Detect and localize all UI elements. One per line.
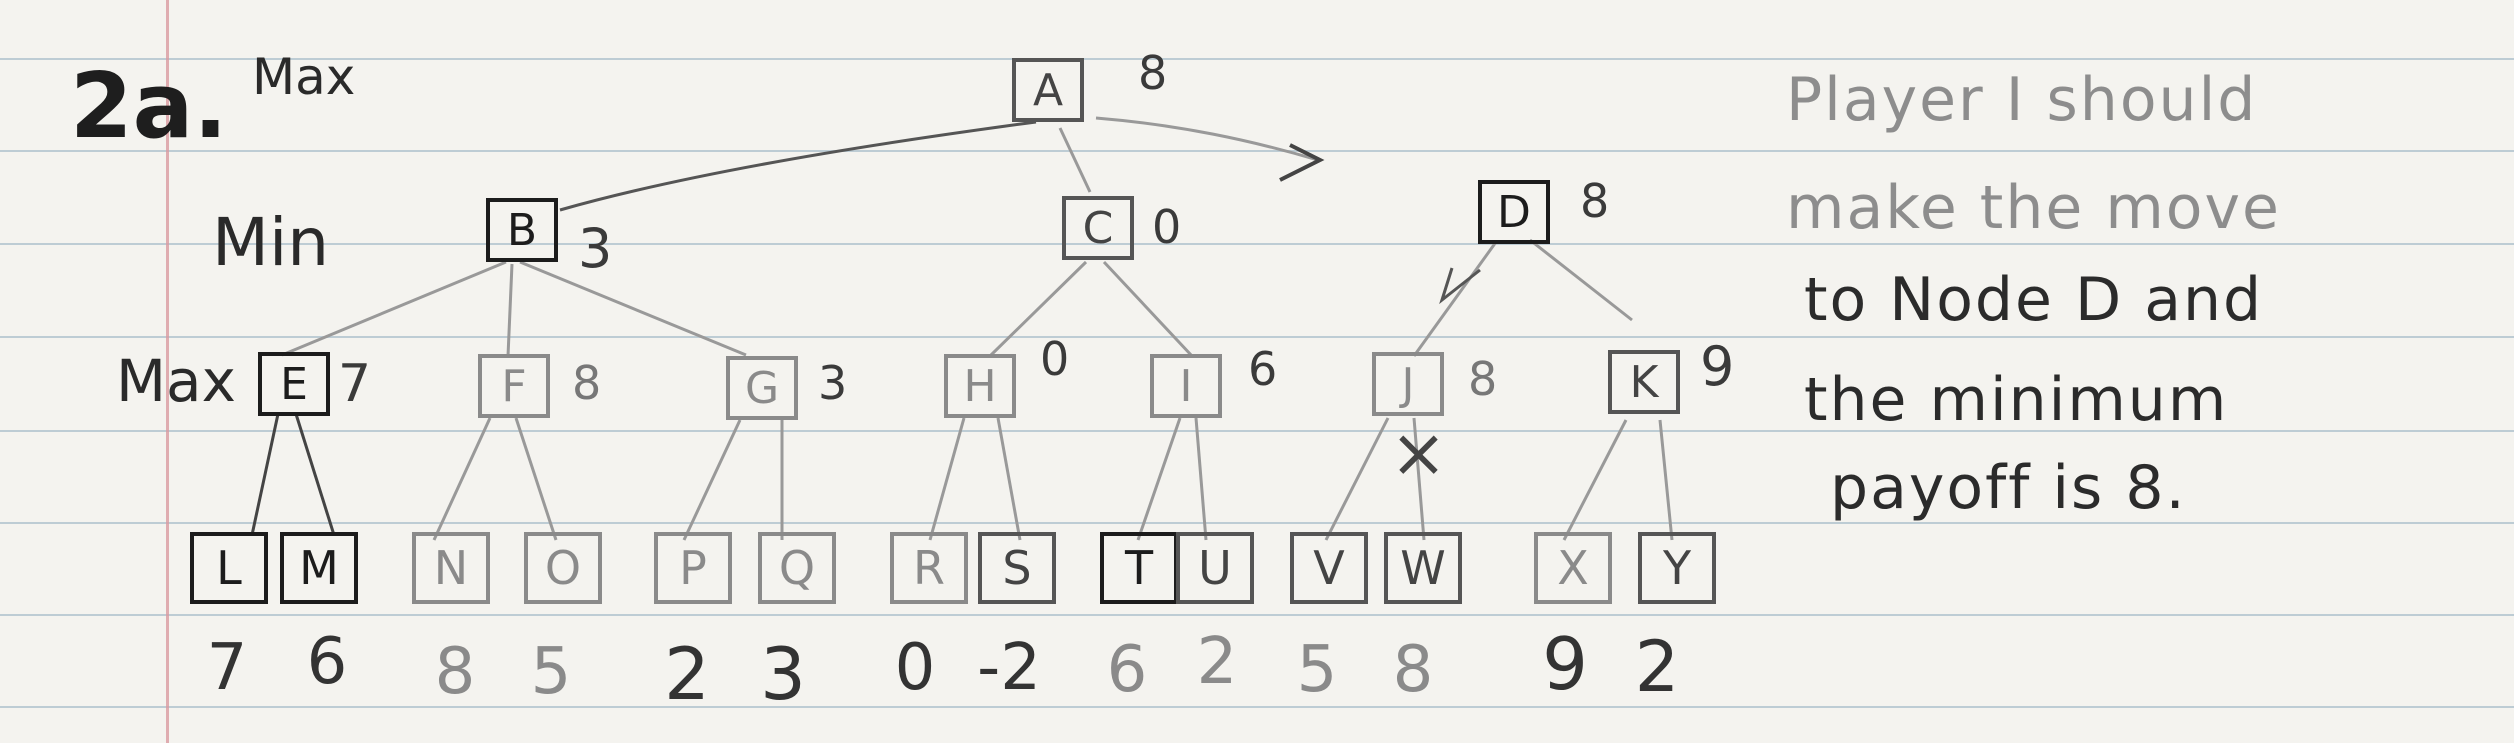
leaf-l-value: 7: [206, 631, 248, 705]
ruled-line: [0, 706, 2514, 708]
node-j-value: 8: [1468, 352, 1498, 406]
node-e-value: 7: [338, 354, 372, 414]
node-c-value: 0: [1152, 200, 1182, 254]
edge-h-r: [928, 417, 966, 541]
arrow-head-d: [1279, 143, 1325, 182]
leaf-v-value: 5: [1296, 633, 1338, 707]
leaf-x-value: 9: [1542, 622, 1588, 706]
edge-f-n: [432, 417, 492, 541]
edge-j-w: [1412, 417, 1426, 541]
problem-label: 2a.: [70, 54, 228, 159]
leaf-t: T: [1100, 532, 1178, 604]
edge-b-e: [281, 260, 507, 357]
level-label-level2: Max: [116, 347, 236, 415]
prune-mark: ×: [1390, 414, 1447, 493]
edge-j-v: [1324, 417, 1390, 541]
edge-b-f: [506, 263, 514, 357]
edge-e-l: [250, 413, 280, 536]
leaf-y-value: 2: [1634, 626, 1680, 708]
leaf-m-value: 6: [306, 625, 348, 699]
answer-line-1: Player I should: [1786, 65, 2258, 135]
ruled-line: [0, 430, 2514, 432]
ruled-line: [0, 522, 2514, 524]
node-h-value: 0: [1040, 332, 1070, 386]
node-f: F: [478, 354, 550, 418]
arrow-head-j: [1439, 267, 1481, 305]
node-k: K: [1608, 350, 1680, 414]
node-k-value: 9: [1700, 335, 1735, 398]
leaf-x: X: [1534, 532, 1612, 604]
edge-c-h: [988, 260, 1088, 358]
edge-i-u: [1194, 417, 1208, 541]
edge-i-t: [1136, 417, 1182, 541]
ruled-line: [0, 150, 2514, 152]
edge-d-k: [1529, 238, 1633, 322]
answer-line-5: payoff is 8.: [1830, 453, 2187, 523]
node-g: G: [726, 356, 798, 420]
leaf-u: U: [1176, 532, 1254, 604]
leaf-y: Y: [1638, 532, 1716, 604]
level-label-level1: Min: [212, 204, 330, 281]
leaf-o: O: [524, 532, 602, 604]
leaf-q: Q: [758, 532, 836, 604]
leaf-o-value: 5: [530, 635, 572, 709]
node-j: J: [1372, 352, 1444, 416]
answer-line-2: make the move: [1786, 173, 2281, 243]
node-c: C: [1062, 196, 1134, 260]
ruled-line: [0, 58, 2514, 60]
node-a: A: [1012, 58, 1084, 122]
node-b-value: 3: [578, 217, 613, 280]
margin-line: [166, 0, 169, 743]
edge-k-y: [1658, 419, 1674, 541]
node-h: H: [944, 354, 1016, 418]
leaf-r-value: 0: [894, 631, 936, 705]
node-i-value: 6: [1248, 342, 1278, 396]
edge-d-j: [1412, 241, 1498, 357]
edge-a-c: [1058, 127, 1092, 193]
edge-a-d: [1095, 116, 1319, 162]
node-g-value: 3: [818, 356, 848, 410]
edge-f-o: [514, 417, 558, 541]
node-e: E: [258, 352, 330, 416]
answer-line-3: to Node D and: [1804, 265, 2264, 335]
ruled-line: [0, 243, 2514, 245]
node-d: D: [1478, 180, 1550, 244]
edge-e-m: [294, 413, 336, 536]
node-b: B: [486, 198, 558, 262]
edge-a-b: [559, 120, 1037, 212]
leaf-s-value: -2: [977, 631, 1041, 705]
leaf-n-value: 8: [434, 635, 476, 709]
leaf-u-value: 2: [1196, 625, 1238, 699]
leaf-q-value: 3: [760, 632, 806, 716]
leaf-p-value: 2: [664, 632, 710, 716]
answer-line-4: the minimum: [1804, 365, 2229, 435]
leaf-w-value: 8: [1392, 633, 1434, 707]
leaf-w: W: [1384, 532, 1462, 604]
edge-h-s: [996, 417, 1022, 541]
level-label-root: Max: [252, 48, 356, 106]
ruled-line: [0, 614, 2514, 616]
node-i: I: [1150, 354, 1222, 418]
edge-b-g: [519, 260, 747, 357]
leaf-l: L: [190, 532, 268, 604]
leaf-v: V: [1290, 532, 1368, 604]
node-f-value: 8: [572, 356, 602, 410]
leaf-s: S: [978, 532, 1056, 604]
edge-g-p: [682, 419, 742, 541]
leaf-n: N: [412, 532, 490, 604]
edge-k-x: [1562, 419, 1628, 541]
node-d-value: 8: [1580, 174, 1610, 228]
ruled-line: [0, 336, 2514, 338]
node-a-value: 8: [1138, 46, 1168, 100]
leaf-t-value: 6: [1106, 633, 1148, 707]
leaf-p: P: [654, 532, 732, 604]
edge-c-i: [1102, 260, 1194, 358]
leaf-m: M: [280, 532, 358, 604]
leaf-r: R: [890, 532, 968, 604]
